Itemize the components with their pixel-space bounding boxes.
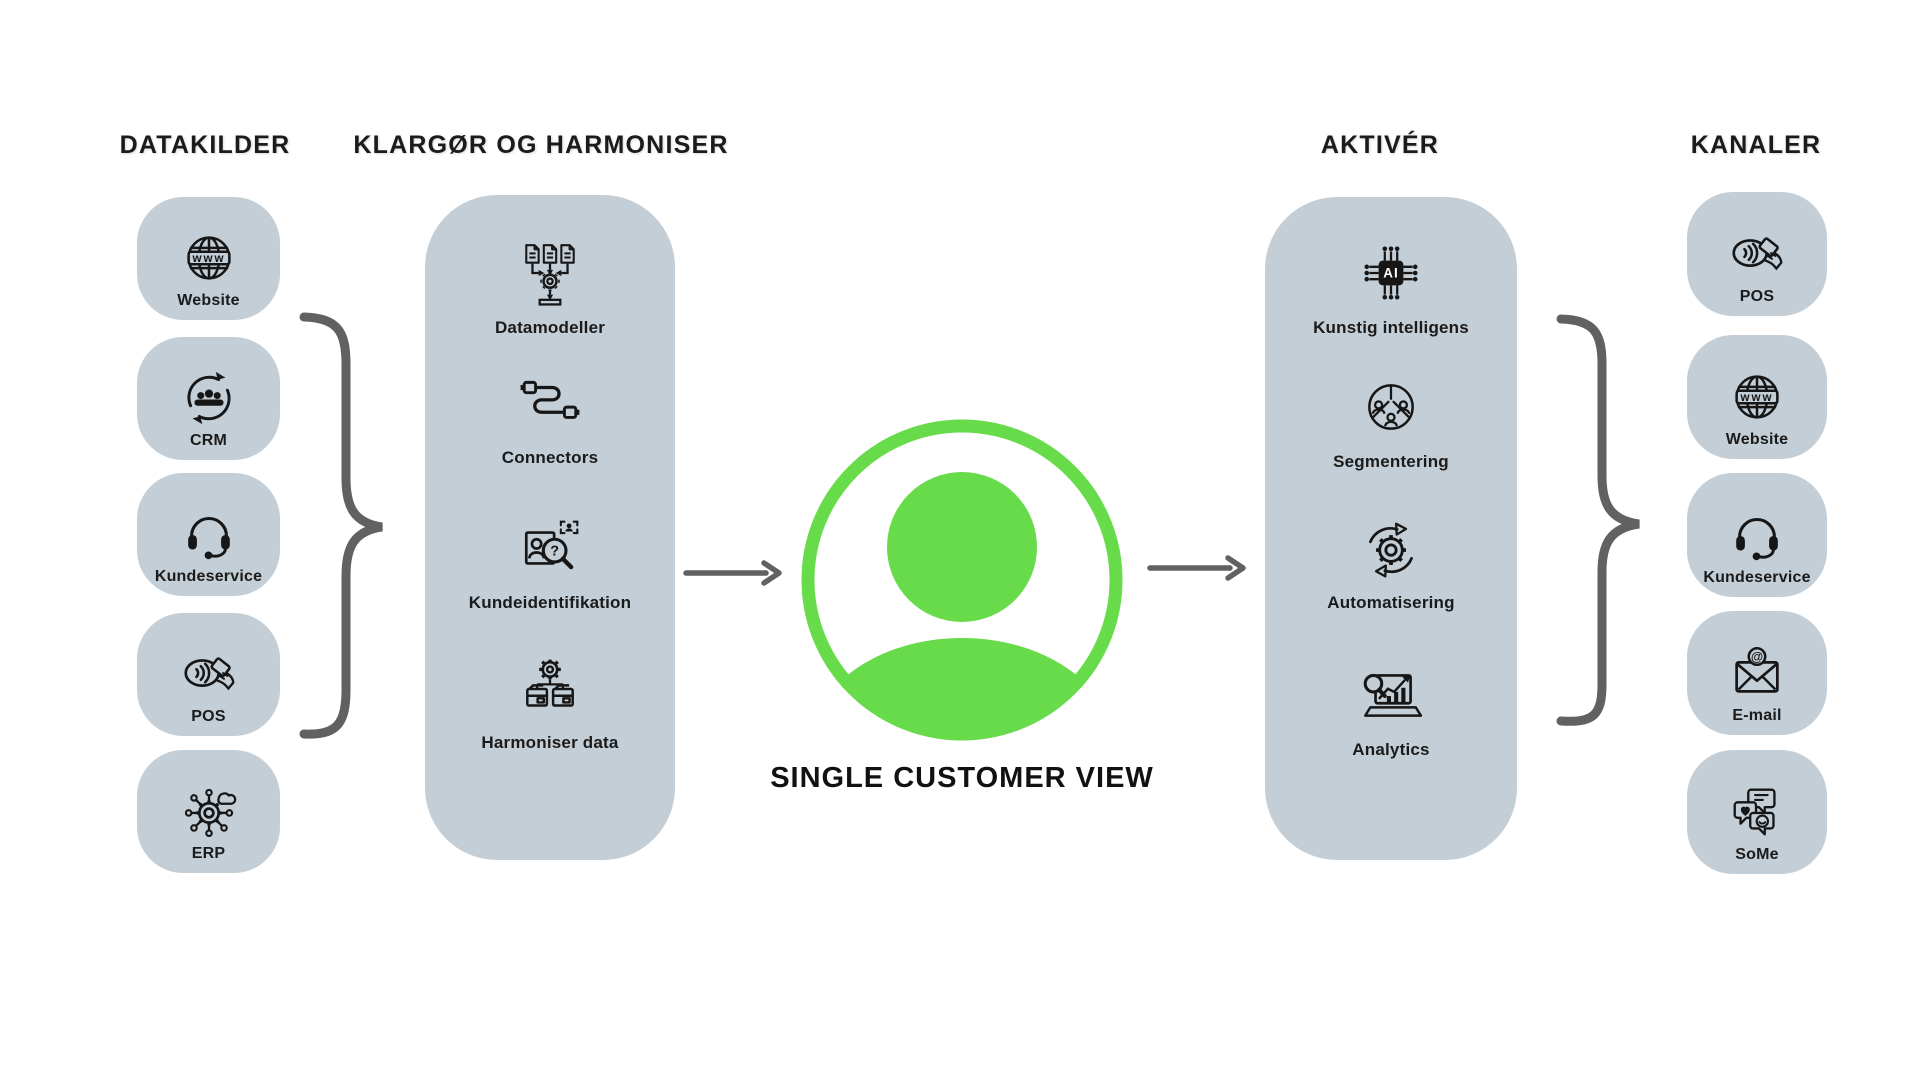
headset-icon [1726, 504, 1788, 566]
globe-www-icon [178, 227, 240, 289]
harmonize-data-icon [517, 655, 583, 721]
arrow-klargor-to-scv [683, 560, 782, 586]
single-customer-view-title: SINGLE CUSTOMER VIEW [770, 762, 1154, 794]
ai-chip-icon [1358, 240, 1424, 306]
panel-item-kunstig-intelligens: Kunstig intelligens [1265, 240, 1517, 338]
tile-label: Kundeservice [154, 568, 263, 585]
panel-item-label: Automatisering [1327, 593, 1455, 612]
tile-source-kundeservice: Kundeservice [137, 473, 280, 596]
panel-klargor-og-harmoniser: Datamodeller Connectors Kundeidentifikat… [425, 195, 675, 860]
single-customer-avatar [795, 413, 1129, 747]
data-models-icon [517, 240, 583, 306]
right-curly-brace [1556, 314, 1640, 726]
panel-item-kundeidentifikation: Kundeidentifikation [425, 515, 675, 613]
tile-label: E-mail [1732, 707, 1782, 724]
panel-item-automatisering: Automatisering [1265, 515, 1517, 613]
tile-source-pos: POS [137, 613, 280, 736]
contactless-payment-icon [1726, 223, 1788, 285]
panel-item-connectors: Connectors [425, 370, 675, 468]
panel-item-label: Datamodeller [494, 318, 606, 337]
connector-cable-icon [517, 370, 583, 436]
email-at-icon [1726, 642, 1788, 704]
header-klargor-og-harmoniser: KLARGØR OG HARMONISER [353, 131, 729, 159]
tile-label: CRM [189, 432, 228, 449]
automation-gear-arrows-icon [1358, 515, 1424, 581]
panel-item-datamodeller: Datamodeller [425, 240, 675, 338]
tile-channel-email: E-mail [1687, 611, 1827, 735]
tile-label: ERP [191, 845, 226, 862]
analytics-laptop-chart-icon [1358, 662, 1424, 728]
tile-source-erp: ERP [137, 750, 280, 873]
header-aktiver: AKTIVÉR [1320, 131, 1440, 159]
panel-item-segmentering: Segmentering [1265, 374, 1517, 472]
headset-icon [178, 503, 240, 565]
panel-item-harmoniser-data: Harmoniser data [425, 655, 675, 753]
arrow-scv-to-aktiver [1147, 555, 1246, 581]
customer-identification-icon [517, 515, 583, 581]
tile-label: SoMe [1735, 846, 1779, 863]
tile-label: Website [177, 292, 240, 309]
tile-channel-pos: POS [1687, 192, 1827, 316]
tile-label: POS [191, 708, 226, 725]
tile-label: POS [1739, 288, 1775, 305]
contactless-payment-icon [178, 643, 240, 705]
tile-source-crm: CRM [137, 337, 280, 460]
segmentation-pie-people-icon [1358, 374, 1424, 440]
panel-item-label: Harmoniser data [481, 733, 619, 752]
tile-label: Website [1725, 431, 1789, 448]
tile-source-website: Website [137, 197, 280, 320]
left-curly-brace [299, 312, 383, 739]
crm-sync-people-icon [178, 367, 240, 429]
panel-item-label: Kunstig intelligens [1313, 318, 1469, 337]
panel-item-analytics: Analytics [1265, 662, 1517, 760]
tile-channel-some: SoMe [1687, 750, 1827, 874]
tile-label: Kundeservice [1703, 569, 1811, 586]
header-datakilder: DATAKILDER [119, 131, 291, 159]
social-media-bubbles-icon [1726, 781, 1788, 843]
panel-item-label: Analytics [1352, 740, 1430, 759]
panel-aktiver: Kunstig intelligens Segmentering Automat… [1265, 197, 1517, 860]
header-kanaler: KANALER [1690, 131, 1822, 159]
person-avatar-icon [801, 419, 1123, 741]
panel-item-label: Kundeidentifikation [468, 593, 632, 612]
tile-channel-website: Website [1687, 335, 1827, 459]
globe-www-icon [1726, 366, 1788, 428]
panel-item-label: Segmentering [1333, 452, 1449, 471]
tile-channel-kundeservice: Kundeservice [1687, 473, 1827, 597]
erp-network-cloud-icon [178, 780, 240, 842]
panel-item-label: Connectors [501, 448, 599, 467]
